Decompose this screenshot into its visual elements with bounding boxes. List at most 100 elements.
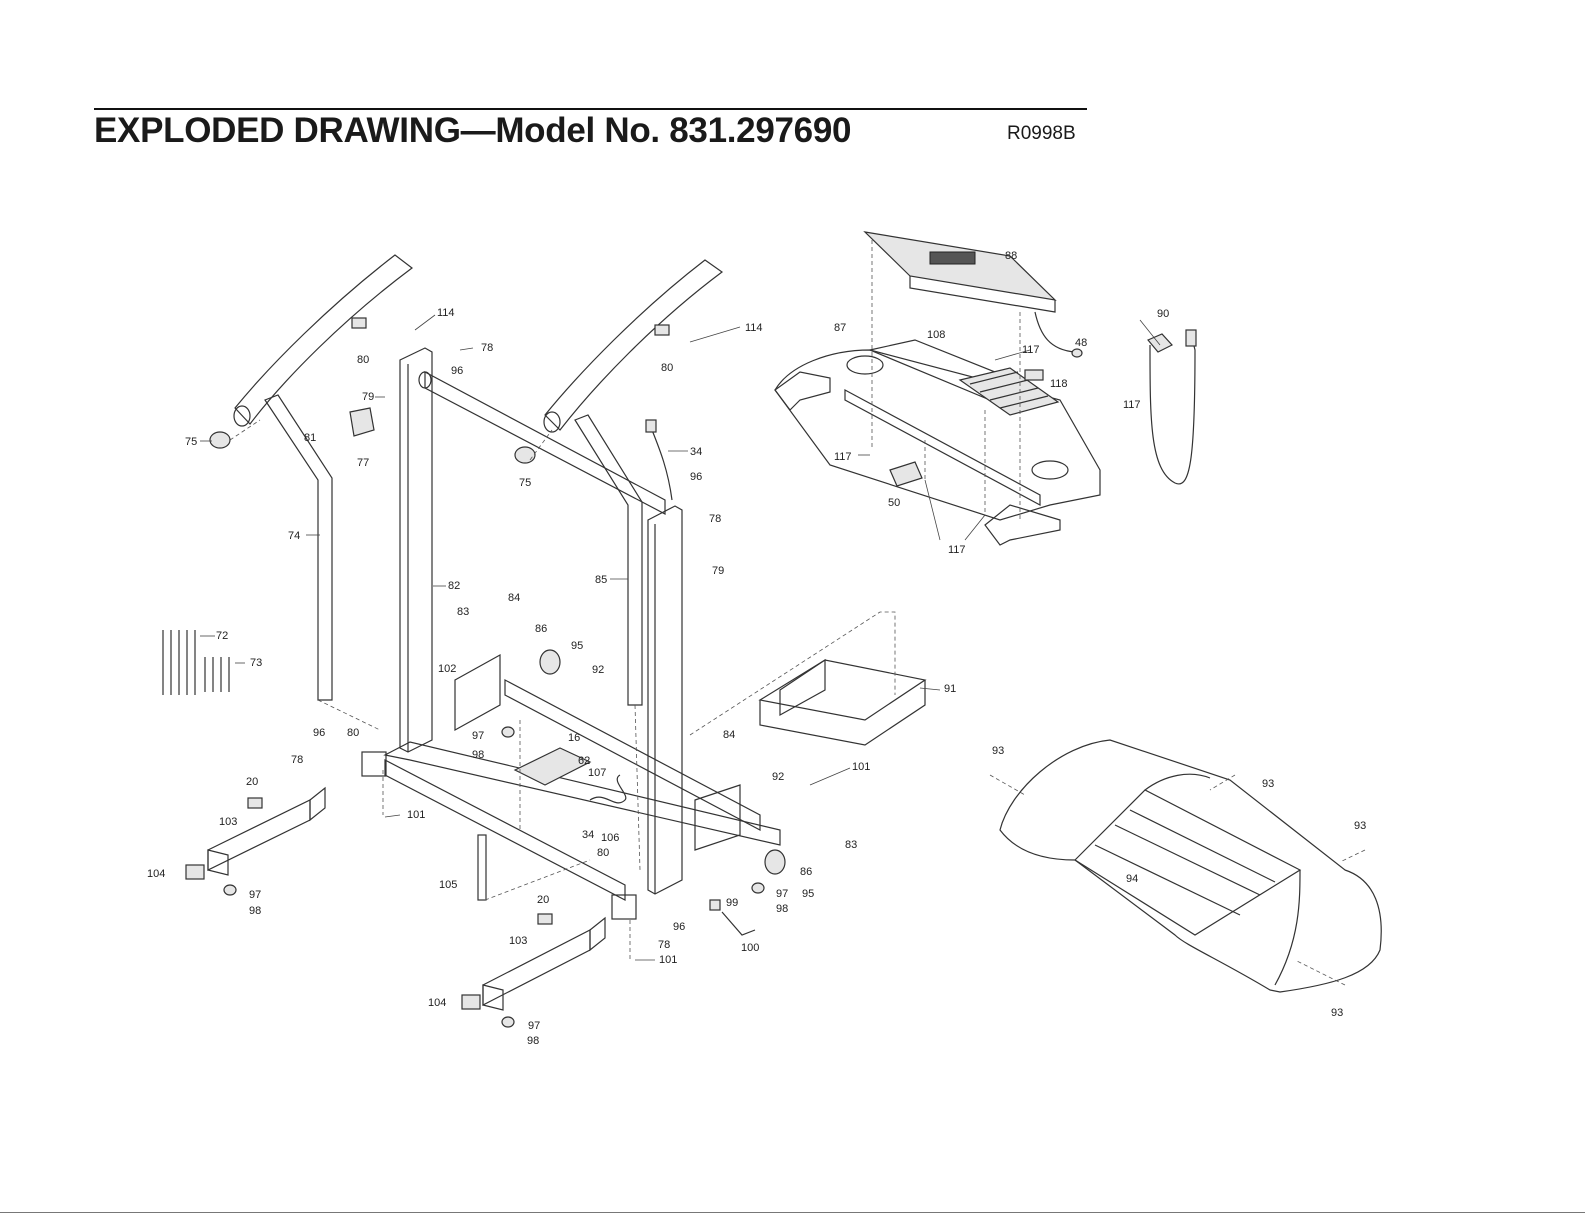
rear-base-rail <box>383 741 781 846</box>
part-label: 105 <box>439 879 457 891</box>
left-upright <box>399 347 433 753</box>
part-label: 104 <box>428 997 446 1009</box>
part-label: 118 <box>1050 378 1068 390</box>
part-label: 96 <box>673 921 685 933</box>
right-end-cap <box>514 446 536 464</box>
part-label: 102 <box>438 663 456 675</box>
part-label: 82 <box>448 580 460 592</box>
part-label: 98 <box>527 1035 539 1047</box>
part-label: 20 <box>246 776 258 788</box>
part-label: 93 <box>1354 820 1366 832</box>
part-label: 117 <box>1022 344 1040 356</box>
leg-left-top <box>207 799 311 871</box>
wheel-front <box>764 849 786 875</box>
right-handrail-support <box>574 414 643 706</box>
assembly-lines <box>229 240 1366 986</box>
part-label: 62 <box>578 755 590 767</box>
part-label: 78 <box>709 513 721 525</box>
part-label: 93 <box>992 745 1004 757</box>
part-label: 103 <box>219 816 237 828</box>
part-label: 90 <box>1157 308 1169 320</box>
part-label: 78 <box>291 754 303 766</box>
clip-plate <box>889 461 923 487</box>
left-handrail-end <box>233 405 251 427</box>
part-label: 97 <box>472 730 484 742</box>
part-label: 96 <box>451 365 463 377</box>
part-label: 80 <box>357 354 369 366</box>
part-label: 106 <box>601 832 619 844</box>
leg-front <box>482 929 591 1006</box>
extension-legs <box>185 726 765 1028</box>
console-cable <box>651 429 673 501</box>
part-label: 92 <box>592 664 604 676</box>
part-label: 95 <box>802 888 814 900</box>
right-handrail <box>544 259 724 431</box>
part-label: 93 <box>1262 778 1274 790</box>
part-label: 86 <box>535 623 547 635</box>
part-label: 93 <box>1331 1007 1343 1019</box>
part-label: 48 <box>1075 337 1087 349</box>
left-base-rail <box>384 759 626 901</box>
bottom-rule <box>0 1212 1585 1213</box>
tube-end-front <box>611 894 637 920</box>
part-label: 114 <box>437 307 455 319</box>
tray-grid <box>958 367 1060 416</box>
part-label: 98 <box>249 905 261 917</box>
pivot-bracket <box>349 407 375 437</box>
wheel-rear <box>539 649 561 675</box>
left-pedestal <box>454 653 501 732</box>
page-title: EXPLODED DRAWING—Model No. 831.297690 <box>94 111 852 150</box>
right-upright <box>647 505 683 895</box>
part-label: 101 <box>659 954 677 966</box>
part-label: 114 <box>745 322 763 334</box>
part-label: 97 <box>528 1020 540 1032</box>
gas-strut <box>477 834 487 901</box>
part-label: 99 <box>726 897 738 909</box>
revision-code: R0998B <box>1007 123 1076 144</box>
part-label: 100 <box>741 942 759 954</box>
part-label: 84 <box>723 729 735 741</box>
part-label: 92 <box>772 771 784 783</box>
part-label: 34 <box>690 446 702 458</box>
part-label: 72 <box>216 630 228 642</box>
part-label: 117 <box>1123 399 1141 411</box>
part-label: 98 <box>472 749 484 761</box>
part-label: 16 <box>568 732 580 744</box>
tube-end-left <box>361 751 387 777</box>
part-label: 96 <box>313 727 325 739</box>
part-label: 80 <box>597 847 609 859</box>
console-assembly <box>774 231 1101 546</box>
part-label: 95 <box>571 640 583 652</box>
upright-frame <box>209 254 724 895</box>
part-labels: 114 78 80 96 79 81 77 75 75 114 80 34 96… <box>147 250 1366 1047</box>
part-label: 101 <box>407 809 425 821</box>
long-bolts <box>162 630 230 695</box>
part-label: 78 <box>481 342 493 354</box>
part-label: 97 <box>776 888 788 900</box>
right-handrail-end <box>543 411 561 433</box>
part-label: 107 <box>588 767 606 779</box>
part-label: 78 <box>658 939 670 951</box>
part-label: 86 <box>800 866 812 878</box>
part-label: 79 <box>712 565 724 577</box>
part-label: 117 <box>948 544 966 556</box>
left-handrail-support <box>264 394 333 701</box>
console-wire <box>1034 311 1076 353</box>
right-pedestal <box>694 784 741 851</box>
part-label: 104 <box>147 868 165 880</box>
part-label: 83 <box>457 606 469 618</box>
motor-mount <box>513 747 592 786</box>
part-label: 108 <box>927 329 945 341</box>
part-label: 79 <box>362 391 374 403</box>
leader-lines <box>200 314 1161 961</box>
console-base <box>774 349 1101 521</box>
base-frame <box>361 649 786 920</box>
part-label: 80 <box>661 362 673 374</box>
part-label: 87 <box>834 322 846 334</box>
inner-rail <box>504 679 761 831</box>
left-handrail <box>234 254 413 425</box>
part-label: 101 <box>852 761 870 773</box>
part-label: 117 <box>834 451 852 463</box>
part-label: 77 <box>357 457 369 469</box>
pad-front <box>537 913 553 925</box>
